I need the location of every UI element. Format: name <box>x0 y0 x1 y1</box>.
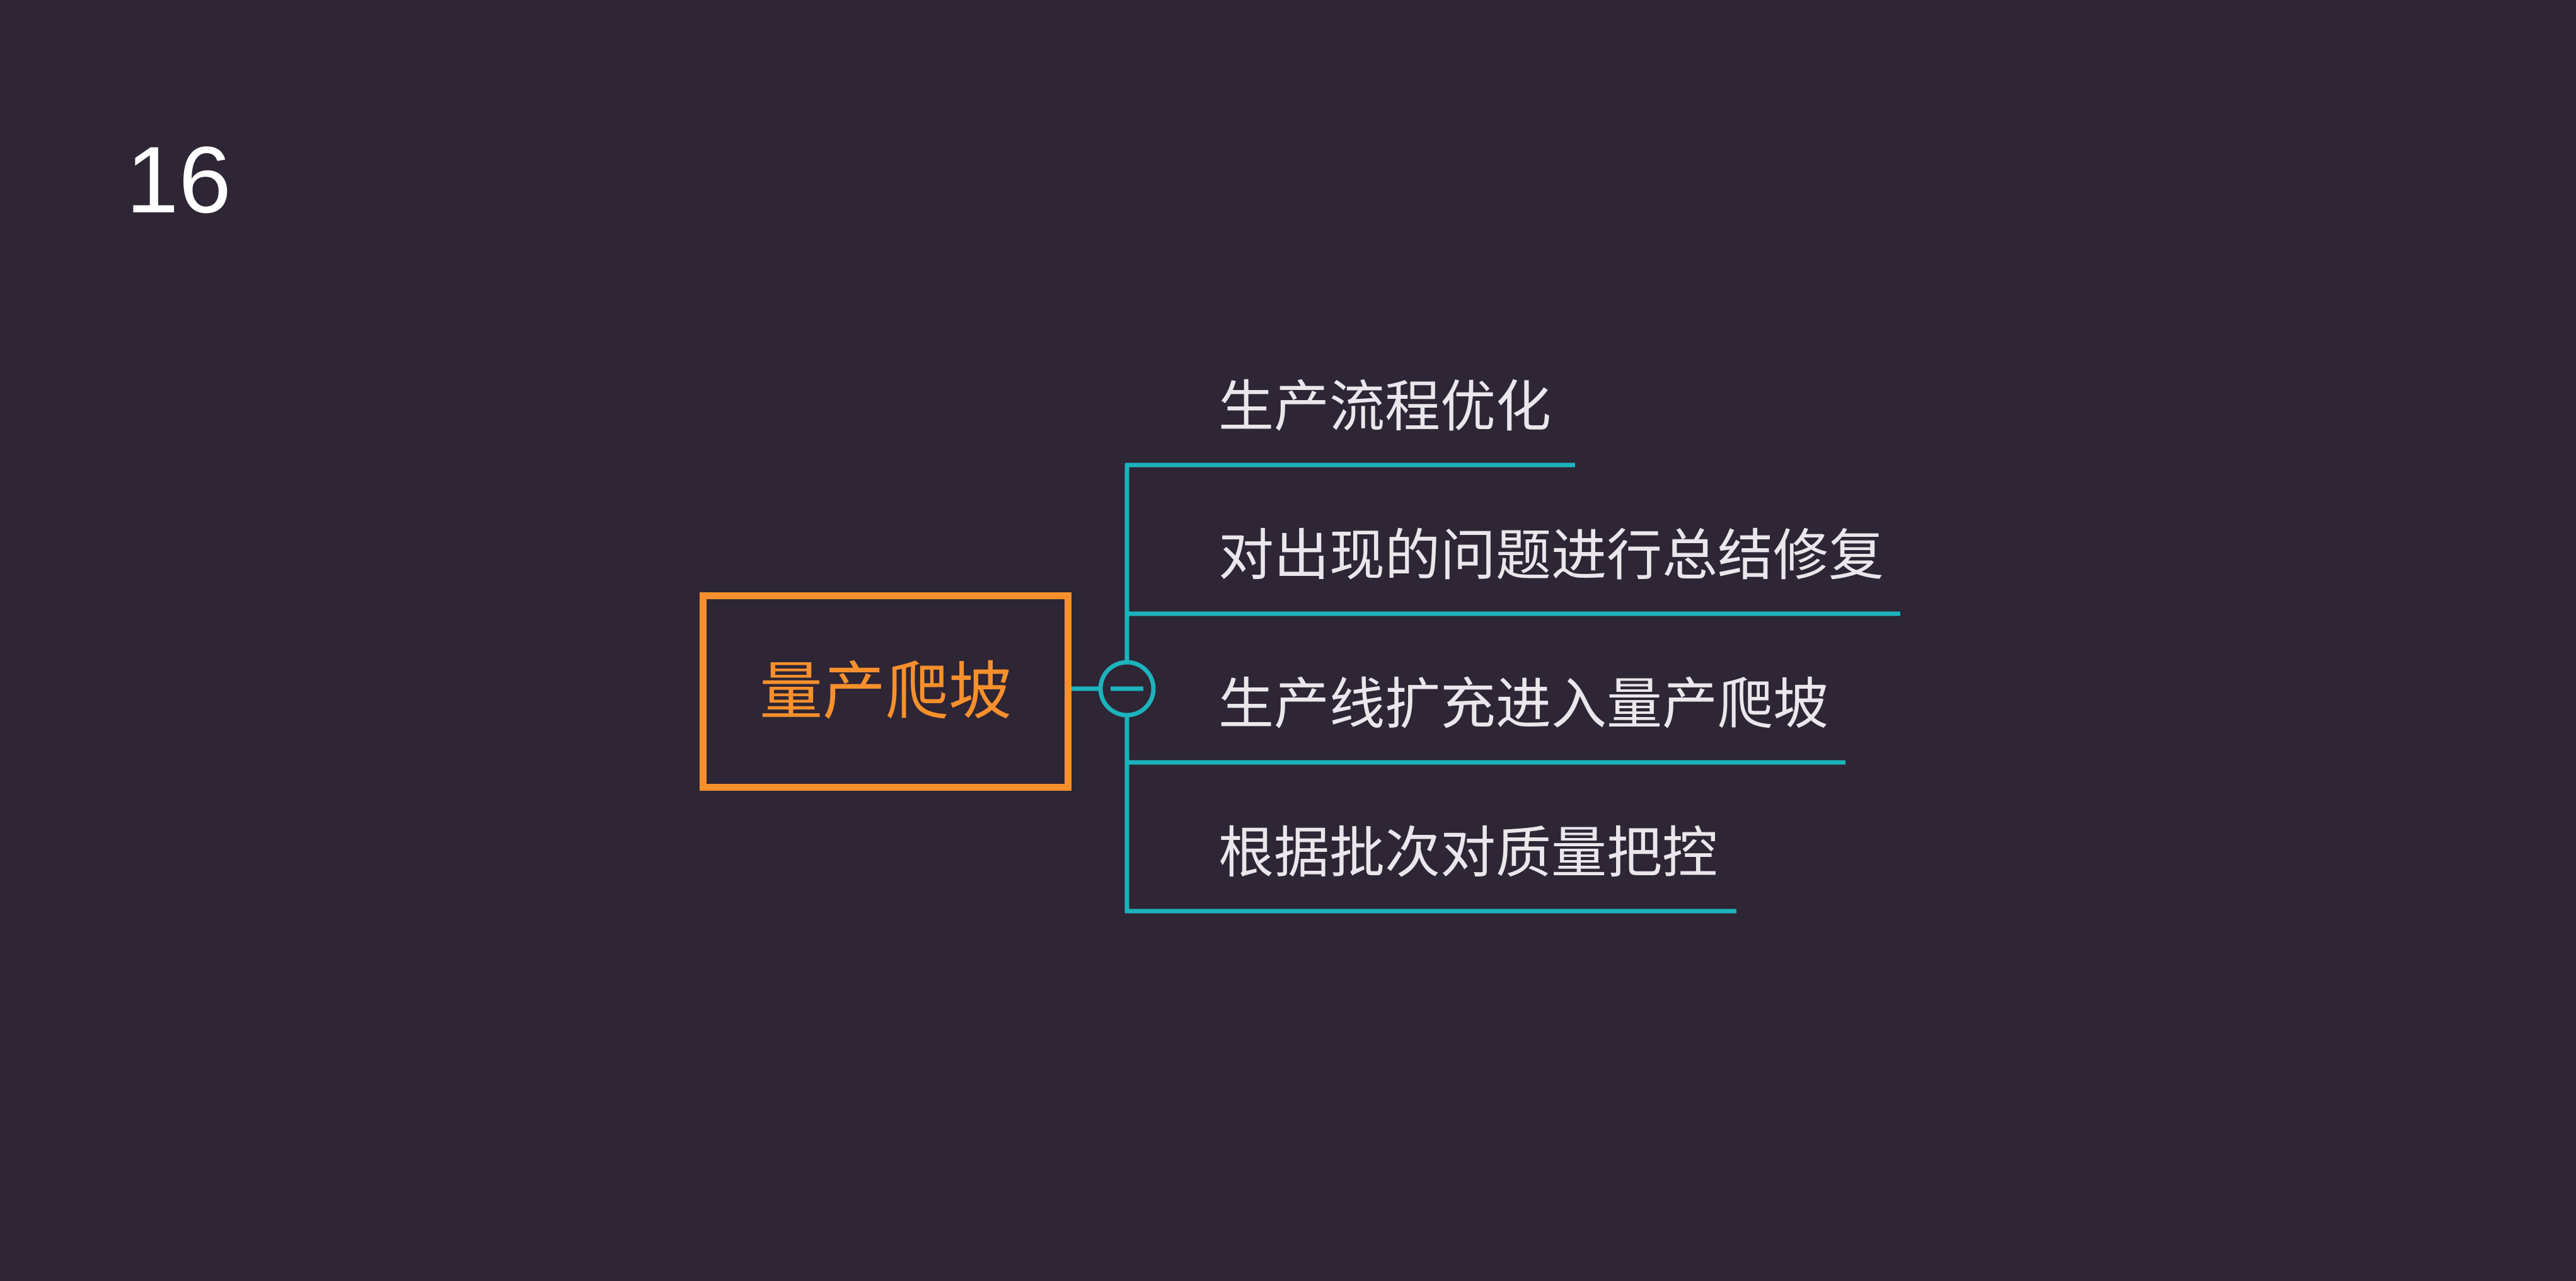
branch-label-4[interactable]: 根据批次对质量把控 <box>1218 820 1718 885</box>
page-number: 16 <box>126 127 231 233</box>
branch-label-1[interactable]: 生产流程优化 <box>1218 374 1552 439</box>
central-topic-node[interactable]: 量产爬坡 <box>700 592 1071 791</box>
branch-label-2[interactable]: 对出现的问题进行总结修复 <box>1218 523 1885 588</box>
minus-circle-icon[interactable] <box>1098 660 1156 718</box>
branch-label-3[interactable]: 生产线扩充进入量产爬坡 <box>1218 672 1829 737</box>
central-topic-label: 量产爬坡 <box>760 654 1012 728</box>
